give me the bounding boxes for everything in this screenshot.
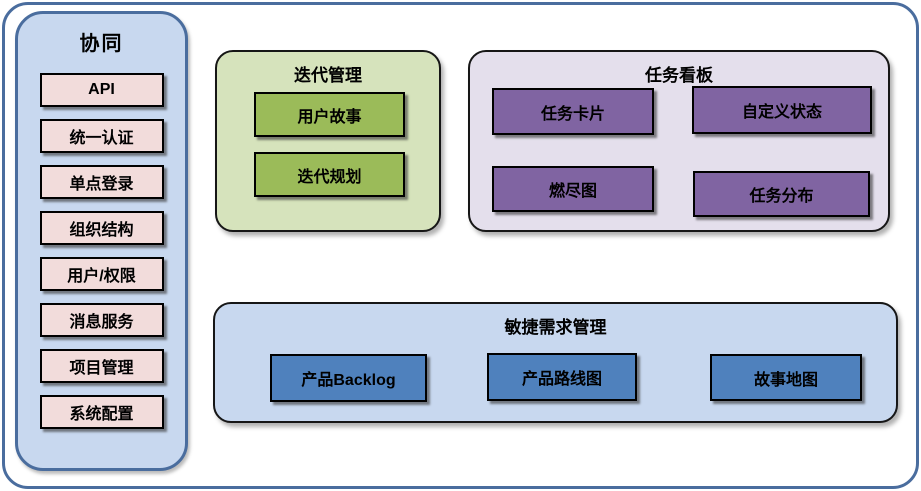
iteration-panel: 迭代管理 用户故事 迭代规划 [215,50,441,232]
iteration-item-iteration-planning: 迭代规划 [254,152,405,197]
taskboard-item-task-distribution: 任务分布 [693,171,870,217]
iteration-panel-title: 迭代管理 [294,66,362,85]
requirements-item-product-backlog: 产品Backlog [270,354,427,402]
sidebar-item-api: API [39,73,164,107]
sidebar-item-system-config: 系统配置 [39,395,164,429]
sidebar-item-user-permissions: 用户/权限 [39,257,164,291]
sidebar-item-message-service: 消息服务 [39,303,164,337]
requirements-item-story-map: 故事地图 [710,354,862,401]
sidebar-item-project-management: 项目管理 [39,349,164,383]
collaboration-item-list: API 统一认证 单点登录 组织结构 用户/权限 消息服务 项目管理 系统配置 [39,73,164,429]
taskboard-panel: 任务看板 任务卡片 自定义状态 燃尽图 任务分布 [468,50,890,232]
taskboard-item-custom-status: 自定义状态 [692,86,872,134]
requirements-panel-title: 敏捷需求管理 [504,318,607,337]
requirements-item-product-roadmap: 产品路线图 [487,353,637,401]
requirements-panel: 敏捷需求管理 产品Backlog 产品路线图 故事地图 [213,302,898,423]
sidebar-item-unified-auth: 统一认证 [39,119,164,153]
taskboard-panel-title: 任务看板 [645,66,713,85]
taskboard-item-task-card: 任务卡片 [492,88,654,135]
taskboard-item-burndown-chart: 燃尽图 [492,166,654,212]
sidebar-item-single-sign-on: 单点登录 [39,165,164,199]
iteration-item-user-story: 用户故事 [254,92,405,137]
collaboration-panel-title: 协同 [79,33,124,55]
collaboration-panel: 协同 API 统一认证 单点登录 组织结构 用户/权限 消息服务 项目管理 系统… [15,11,188,471]
sidebar-item-org-structure: 组织结构 [39,211,164,245]
